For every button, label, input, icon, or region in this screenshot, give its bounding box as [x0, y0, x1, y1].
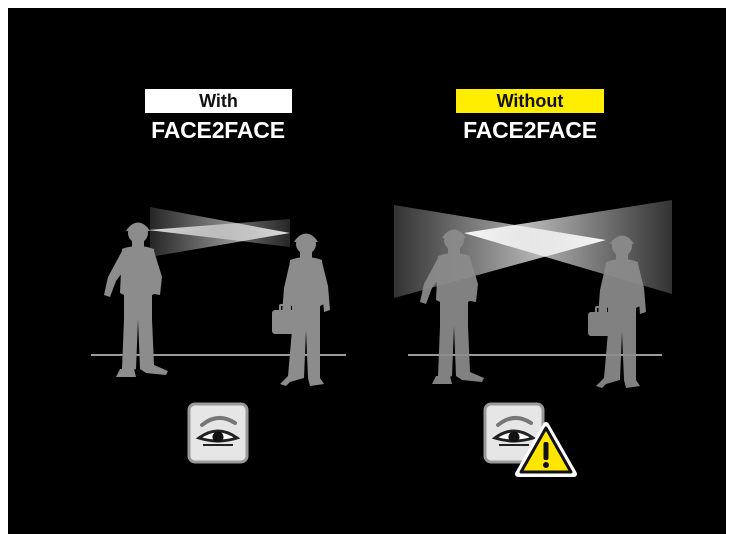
- with-light-beam-2: [150, 207, 290, 257]
- comparison-panel: With FACE2FACE Without FACE2FACE: [8, 8, 726, 534]
- with-scene: [91, 207, 346, 386]
- with-person-right: [272, 234, 330, 387]
- eye-icon: [189, 404, 247, 462]
- scene-illustration: [8, 8, 726, 534]
- without-scene: [394, 200, 672, 388]
